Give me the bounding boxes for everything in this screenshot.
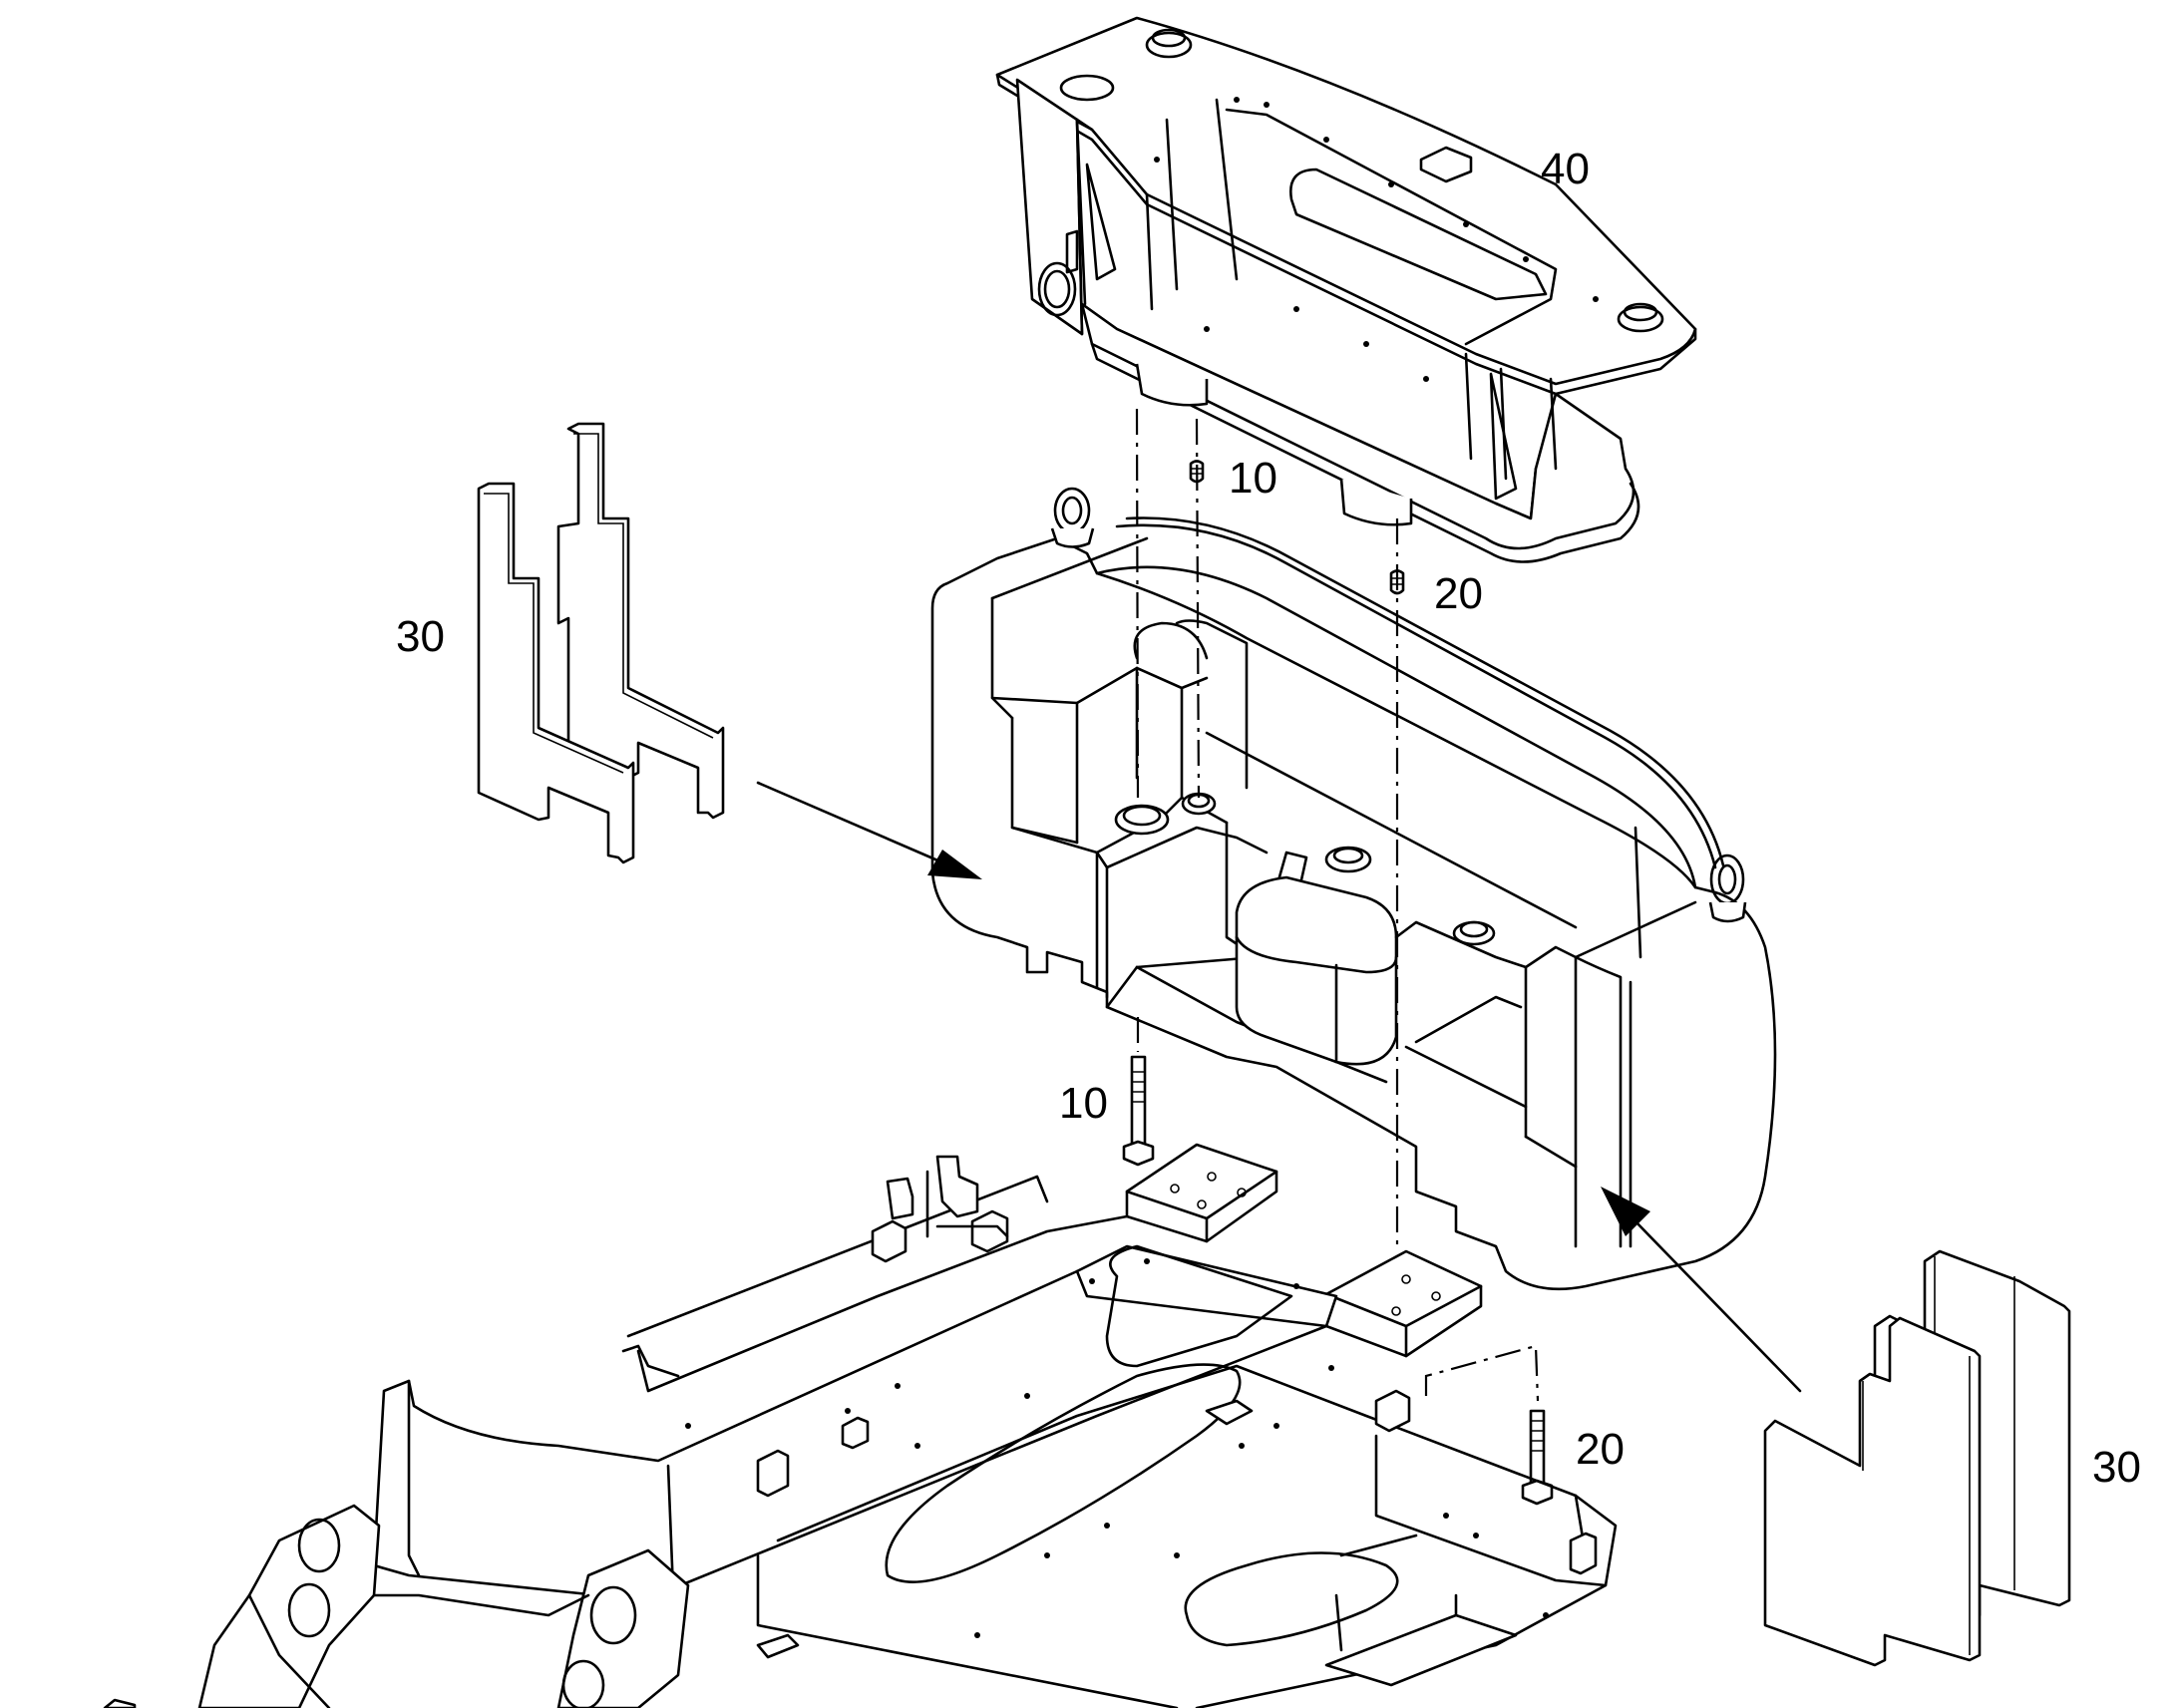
leader-arrows: [756, 781, 1802, 1393]
centre-lines: [1135, 408, 1540, 1402]
callout-10-lower: 10: [1059, 1079, 1108, 1128]
part-20-bolt-lower: [1521, 1409, 1554, 1506]
base-frame: [103, 1143, 1618, 1708]
callout-20-upper: 20: [1434, 569, 1483, 618]
part-40-frame: [995, 16, 1697, 563]
part-30-shims-left: [477, 422, 725, 864]
lifting-eye-right: [1708, 854, 1747, 923]
callout-30-right: 30: [2092, 1443, 2141, 1492]
callout-30-left: 30: [396, 612, 445, 661]
lifting-eye-left: [1050, 487, 1095, 548]
part-10-bolt-lower: [1122, 1055, 1155, 1167]
callout-20-lower: 20: [1576, 1425, 1625, 1474]
counterweight: [930, 487, 1777, 1291]
part-30-shims-right: [1763, 1249, 2071, 1667]
callout-40: 40: [1541, 145, 1590, 193]
callout-10-upper: 10: [1229, 454, 1277, 503]
